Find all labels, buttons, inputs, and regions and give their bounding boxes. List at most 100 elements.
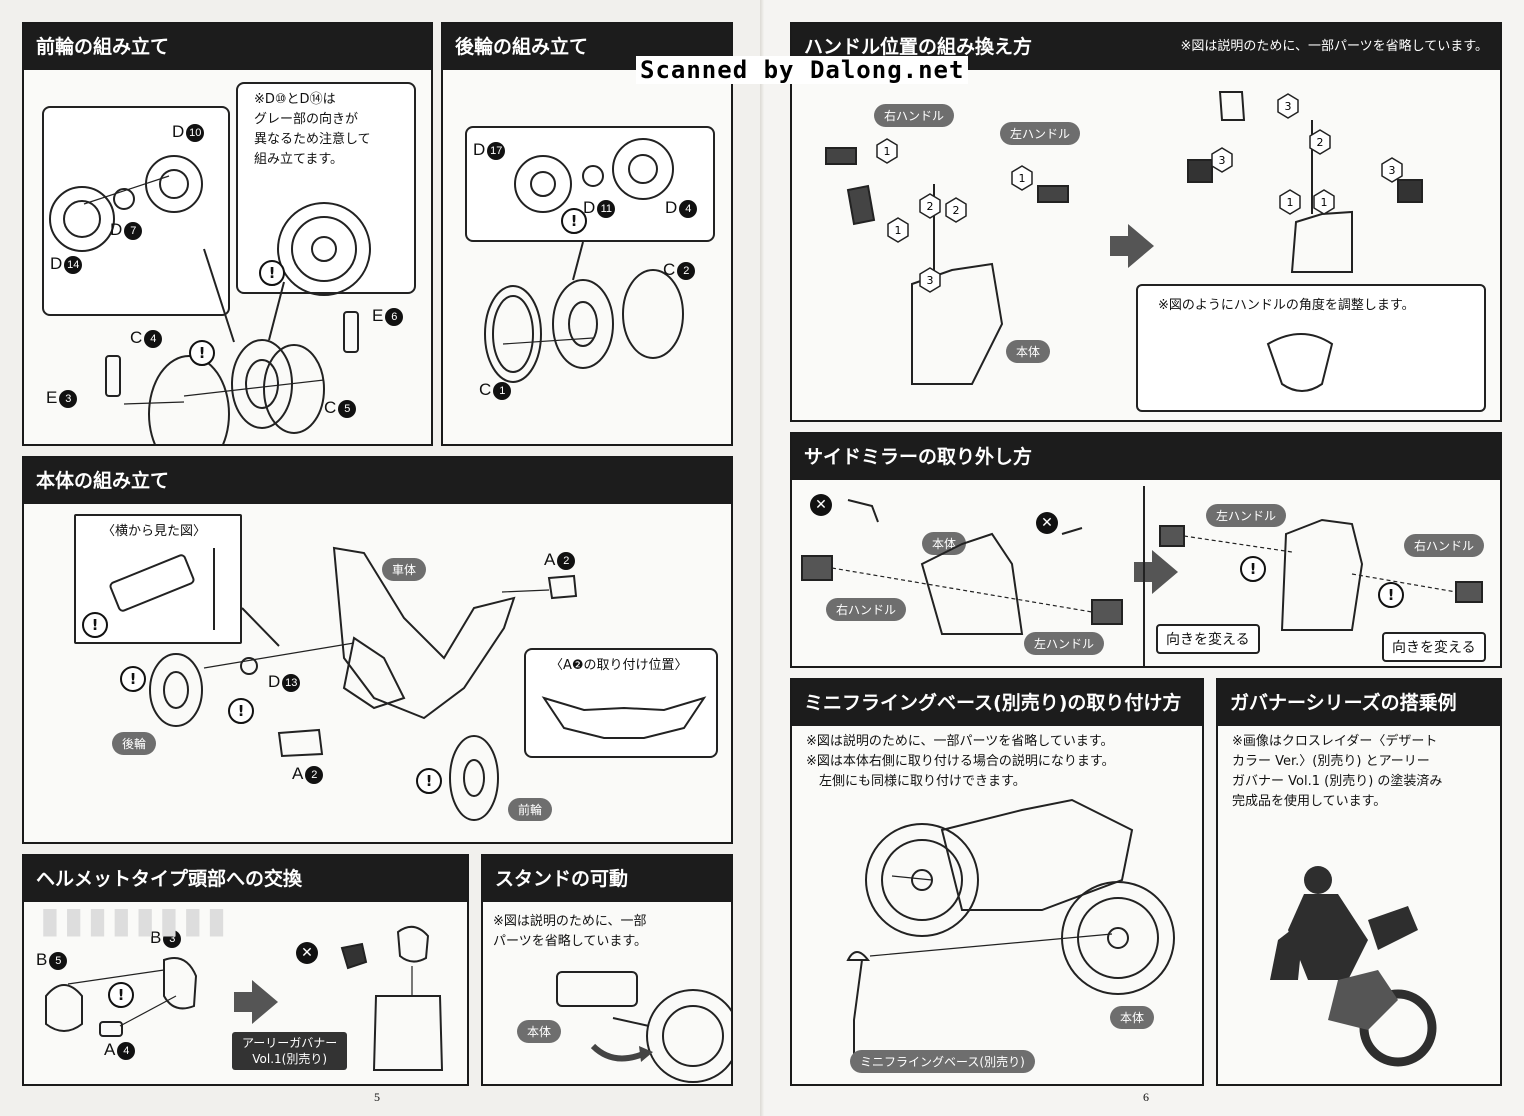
page-number-left: 5 — [374, 1090, 380, 1104]
arrow-icon — [1110, 224, 1154, 268]
step-badge: 1 — [895, 224, 902, 237]
angle-note-box — [1136, 284, 1486, 412]
front-wheel-diagram — [49, 155, 371, 444]
governor-panel: ガバナーシリーズの搭乗例 ※画像はクロスレイダー〈デザート カラー Ver.〉(… — [1216, 678, 1502, 1086]
handle-note: ※図は説明のために、一部パーツを省略しています。 — [1180, 39, 1488, 54]
rear-wheel-diagram — [484, 138, 684, 383]
mirror-diagram — [801, 486, 1483, 666]
step-badge: 1 — [1321, 196, 1328, 209]
early-governor-label: アーリーガバナー Vol.1(別売り) — [232, 1032, 348, 1070]
page-gutter — [760, 0, 764, 1116]
chassis-label: 車体 — [382, 558, 427, 581]
stand-diagram — [556, 971, 731, 1083]
a2-position-label: 〈A❷の取り付け位置〉 — [550, 658, 688, 673]
flying-base-title: ミニフライングベース(別売り)の取り付け方 — [792, 680, 1202, 726]
governor-photo — [1270, 866, 1437, 1067]
step-badge: 3 — [1389, 164, 1396, 177]
stand-note: ※図は説明のために、一部 パーツを省略しています。 — [493, 914, 648, 949]
mirror-panel: サイドミラーの取り外し方 本体 右ハンドル 左ハンドル 左ハンドル 右ハンドル … — [790, 432, 1502, 668]
mirror-right-handle-label: 右ハンドル — [826, 598, 907, 621]
step-badge: 3 — [927, 274, 934, 287]
caution-icon: ! — [228, 698, 254, 724]
bleed-through-text: ▮▮▮▮▮▮▮▮ — [40, 900, 231, 941]
flying-base-panel: ミニフライングベース(別売り)の取り付け方 ※図は説明のために、一部パーツを省略… — [790, 678, 1204, 1086]
caution-icon: ! — [120, 666, 146, 692]
caution-icon: ! — [416, 768, 442, 794]
flying-base-body-label: 本体 — [1110, 1006, 1155, 1029]
arrow-icon — [234, 980, 278, 1024]
flying-base-label: ミニフライングベース(別売り) — [850, 1050, 1035, 1073]
stand-body-label: 本体 — [517, 1020, 562, 1043]
not-allowed-icon: ✕ — [296, 942, 318, 964]
helmet-diagram — [45, 925, 444, 1071]
flying-base-note: ※図は説明のために、一部パーツを省略しています。 ※図は本体右側に取り付ける場合… — [806, 734, 1115, 789]
angle-note: ※図のようにハンドルの角度を調整します。 — [1158, 298, 1415, 313]
change-direction-label: 向きを変える — [1156, 624, 1260, 654]
flying-base-diagram — [846, 798, 1175, 1060]
caution-icon: ! — [1240, 556, 1266, 582]
handle-left-label: 左ハンドル — [1000, 122, 1081, 145]
not-allowed-icon: ✕ — [1036, 512, 1058, 534]
mirror-title: サイドミラーの取り外し方 — [792, 434, 1500, 480]
body-assembly-title: 本体の組み立て — [24, 458, 731, 504]
mirror-left-handle-label-2: 左ハンドル — [1206, 504, 1287, 527]
watermark: Scanned by Dalong.net — [636, 56, 969, 84]
caution-icon: ! — [561, 208, 587, 234]
change-direction-label-2: 向きを変える — [1382, 632, 1486, 662]
not-allowed-icon: ✕ — [810, 494, 832, 516]
governor-title: ガバナーシリーズの搭乗例 — [1218, 680, 1500, 726]
caution-icon: ! — [1378, 582, 1404, 608]
caution-icon: ! — [82, 612, 108, 638]
handle-right-label: 右ハンドル — [874, 104, 955, 127]
page-number-right: 6 — [1143, 1090, 1149, 1104]
handle-title-text: ハンドル位置の組み換え方 — [804, 36, 1033, 58]
step-badge: 1 — [884, 145, 891, 158]
handle-body-label: 本体 — [1006, 340, 1051, 363]
front-wheel-panel: 前輪の組み立て ※D⑩とD⑭は グレー部の向きが 異なるため注意して 組み立てま… — [22, 22, 433, 446]
handle-panel: ハンドル位置の組み換え方 ※図は説明のために、一部パーツを省略しています。 右ハン… — [790, 22, 1502, 422]
caution-icon: ! — [259, 260, 285, 286]
mirror-right-handle-label-2: 右ハンドル — [1404, 534, 1485, 557]
caution-icon: ! — [108, 982, 134, 1008]
step-badge: 1 — [1287, 196, 1294, 209]
front-wheel-note: ※D⑩とD⑭は グレー部の向きが 異なるため注意して 組み立てます。 — [254, 92, 371, 167]
body-assembly-diagram — [109, 546, 707, 821]
mirror-left-handle-label: 左ハンドル — [1024, 632, 1105, 655]
side-view-label: 〈横から見た図〉 — [102, 524, 207, 539]
step-badge: 1 — [1019, 172, 1026, 185]
stand-title: スタンドの可動 — [483, 856, 731, 902]
arrow-icon — [1134, 550, 1178, 594]
rear-wheel-label: 後輪 — [112, 732, 157, 755]
handle-diagram: 1 1 1 2 2 3 3 3 3 2 1 1 — [825, 91, 1423, 392]
step-badge: 2 — [1317, 136, 1324, 149]
mirror-body-label: 本体 — [922, 532, 967, 555]
step-badge: 3 — [1219, 154, 1226, 167]
step-badge: 2 — [927, 200, 934, 213]
front-wheel-label: 前輪 — [508, 798, 553, 821]
governor-note: ※画像はクロスレイダー〈デザート カラー Ver.〉(別売り) とアーリー ガバ… — [1232, 734, 1443, 809]
front-wheel-title: 前輪の組み立て — [24, 24, 431, 70]
stand-panel: スタンドの可動 ※図は説明のために、一部 パーツを省略しています。 本体 — [481, 854, 733, 1086]
step-badge: 2 — [953, 204, 960, 217]
step-badge: 3 — [1285, 100, 1292, 113]
